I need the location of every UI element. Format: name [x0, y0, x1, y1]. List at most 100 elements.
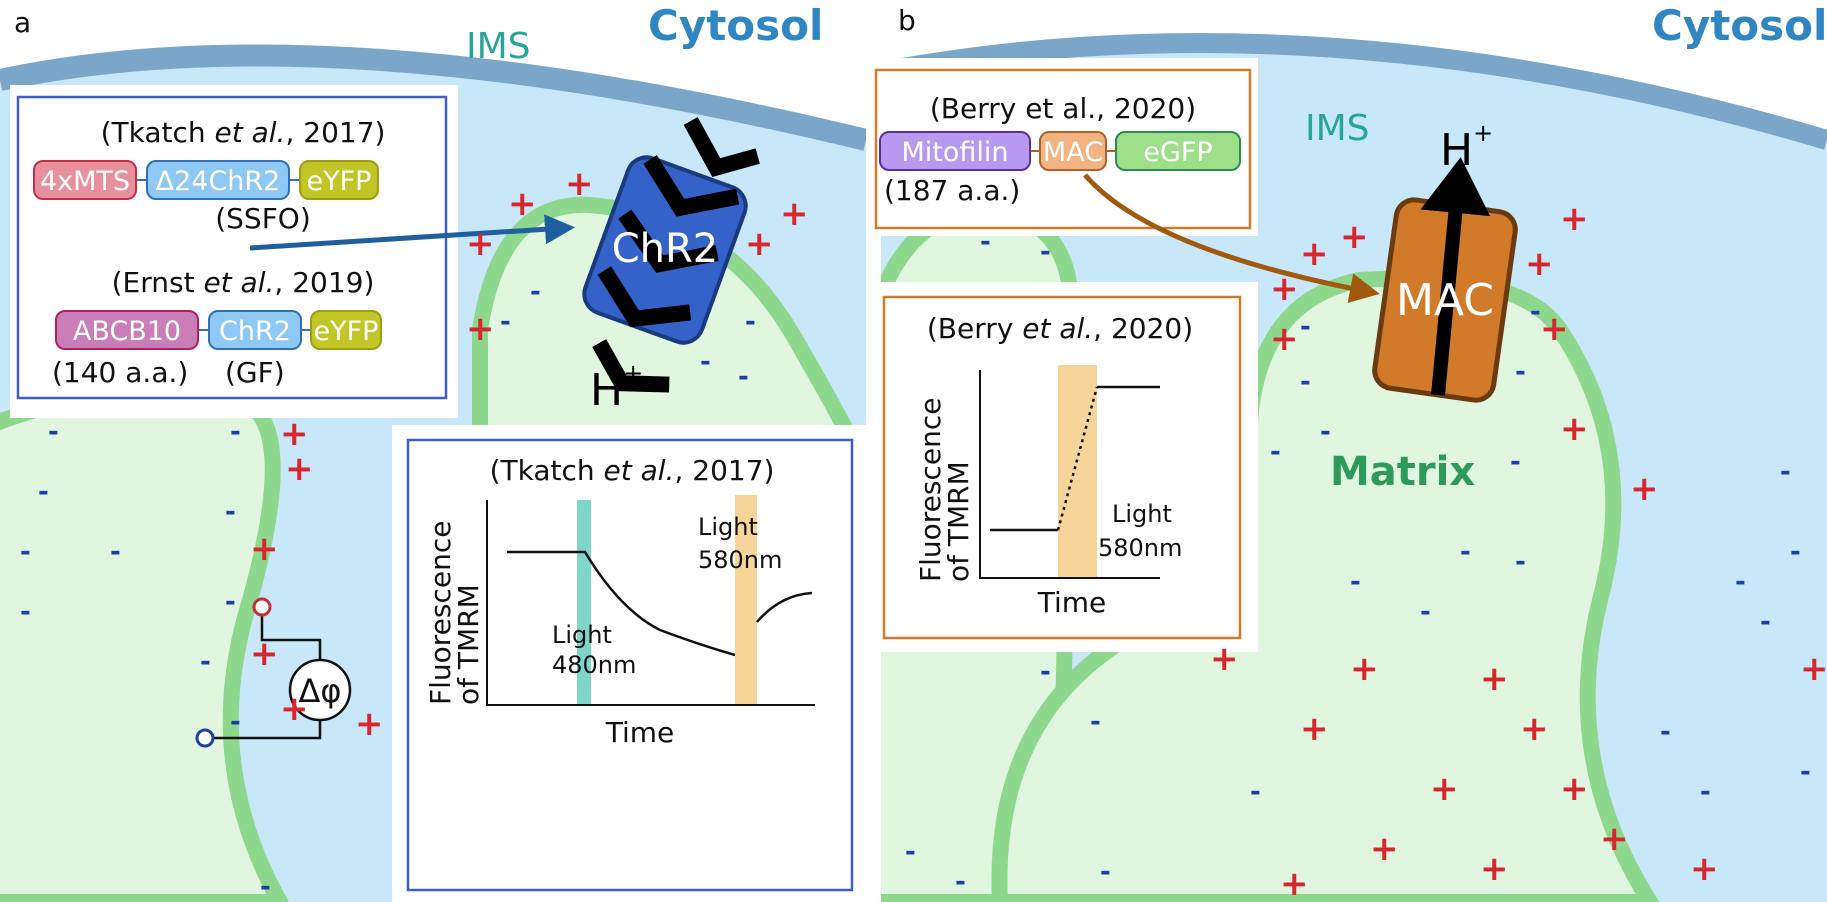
minus-sign: -	[1800, 757, 1811, 787]
minus-sign: -	[1300, 312, 1311, 342]
plus-sign: +	[355, 704, 384, 744]
pill-mitofilin	[879, 131, 1031, 171]
plus-sign: +	[1370, 829, 1399, 869]
plus-sign: +	[1300, 234, 1329, 274]
plus-sign: +	[1480, 849, 1509, 889]
light-580-wavelength: 580nm	[698, 546, 782, 574]
minus-sign: -	[230, 417, 241, 447]
plus-sign: +	[565, 164, 594, 204]
light-580-wavelength-b: 580nm	[1098, 534, 1182, 562]
minus-sign: -	[738, 362, 749, 392]
plus-sign: +	[1560, 199, 1589, 239]
minus-sign: -	[1780, 457, 1791, 487]
matrix-label: Matrix	[1330, 449, 1475, 495]
plus-sign: +	[466, 224, 495, 264]
minus-sign: -	[700, 347, 711, 377]
pill-4xmts-label: 4xMTS	[40, 166, 130, 197]
pill-mac	[1039, 131, 1107, 171]
graph-a-xlabel: Time	[605, 716, 675, 749]
outer-membrane	[0, 44, 866, 151]
graph-b-axes	[979, 370, 1160, 579]
plus-sign: +	[1690, 849, 1719, 889]
plus-sign: +	[1560, 409, 1589, 449]
minus-sign: -	[48, 417, 59, 447]
minus-sign: -	[38, 477, 49, 507]
minus-sign: -	[530, 277, 541, 307]
minus-sign: -	[20, 537, 31, 567]
plus-sign: +	[285, 449, 314, 489]
minus-sign: -	[1250, 777, 1261, 807]
plus-sign: +	[466, 309, 495, 349]
construct-b-reference: (Berry et al., 2020)	[930, 92, 1196, 125]
pill-d24chr2-label: Δ24ChR2	[156, 166, 281, 197]
cytosol-label: Cytosol	[648, 1, 823, 50]
graph-a-ylabel-1: Fluorescence	[424, 521, 457, 705]
minus-sign: -	[225, 497, 236, 527]
minus-sign: -	[200, 647, 211, 677]
minus-sign: -	[1510, 447, 1521, 477]
pill-mitofilin-label: Mitofilin	[901, 137, 1008, 168]
ims-label-b: IMS	[1305, 108, 1370, 149]
minus-sign: -	[1530, 297, 1541, 327]
pill-eyfp-1-label: eYFP	[307, 166, 372, 197]
chr2-label: ChR2	[612, 226, 719, 272]
minus-sign: -	[1100, 857, 1111, 887]
plus-sign: +	[1800, 649, 1827, 689]
membrane-potential-meter: Δφ	[195, 597, 352, 748]
plus-sign: +	[1270, 319, 1299, 359]
light-580-label-b: Light	[1112, 500, 1172, 528]
plus-sign: +	[1480, 659, 1509, 699]
minus-sign: -	[1700, 777, 1711, 807]
plus-sign: +	[1300, 709, 1329, 749]
construct2-reference: (Ernst et al., 2019)	[112, 266, 375, 299]
plus-sign: +	[508, 184, 537, 224]
constructs-box-bg	[10, 85, 458, 418]
panel-b: b Cytosol IMS Matrix (Berry et al., 2020…	[866, 1, 1827, 902]
graph-b-ylabel-2: of TMRM	[942, 461, 975, 582]
mac-label: MAC	[1396, 275, 1494, 326]
minus-sign: -	[1040, 237, 1051, 267]
targeting-arrow-b	[1083, 173, 1380, 303]
graph-a-bg	[392, 425, 866, 902]
light-480-wavelength: 480nm	[552, 651, 636, 679]
minus-sign: -	[1300, 367, 1311, 397]
construct1-note: (SSFO)	[215, 202, 311, 235]
minus-sign: -	[745, 307, 756, 337]
plus-sign: +	[1280, 864, 1309, 902]
plus-sign: +	[1630, 469, 1659, 509]
proton-label: H+	[590, 359, 643, 416]
plus-sign: +	[1560, 769, 1589, 809]
construct2-note-left: (140 a.a.)	[52, 356, 188, 389]
construct-b-note: (187 a.a.)	[884, 174, 1020, 207]
proton-flow-arrow	[1420, 157, 1491, 396]
plus-sign: +	[280, 414, 309, 454]
plus-sign: +	[1350, 649, 1379, 689]
minus-sign: -	[225, 587, 236, 617]
plus-sign: +	[250, 634, 279, 674]
chr2-channel	[582, 117, 760, 393]
construct1-reference: (Tkatch et al., 2017)	[101, 116, 386, 149]
minus-sign: -	[110, 537, 121, 567]
graph-b-xlabel: Time	[1037, 586, 1107, 619]
minus-sign: -	[230, 707, 241, 737]
minus-sign: -	[20, 597, 31, 627]
plus-sign: +	[1525, 244, 1554, 284]
charge-signs-b: ++++++++++++++++++++++------------------…	[905, 199, 1827, 902]
minus-sign: -	[500, 307, 511, 337]
pill-egfp-label: eGFP	[1143, 137, 1212, 168]
panel-label-a: a	[14, 6, 31, 39]
pill-eyfp-1	[299, 160, 379, 200]
minus-sign: -	[1735, 567, 1746, 597]
minus-sign: -	[260, 872, 271, 902]
graph-a-reference: (Tkatch et al., 2017)	[490, 454, 775, 487]
minus-sign: -	[1320, 417, 1331, 447]
pill-chr2	[208, 310, 302, 350]
plus-sign: +	[280, 689, 309, 729]
constructs-box	[16, 95, 448, 400]
plus-sign: +	[1430, 769, 1459, 809]
pill-abcb10-label: ABCB10	[73, 316, 181, 347]
minus-sign: -	[1515, 357, 1526, 387]
proton-label-b: H+	[1440, 119, 1493, 176]
minus-sign: -	[1790, 537, 1801, 567]
